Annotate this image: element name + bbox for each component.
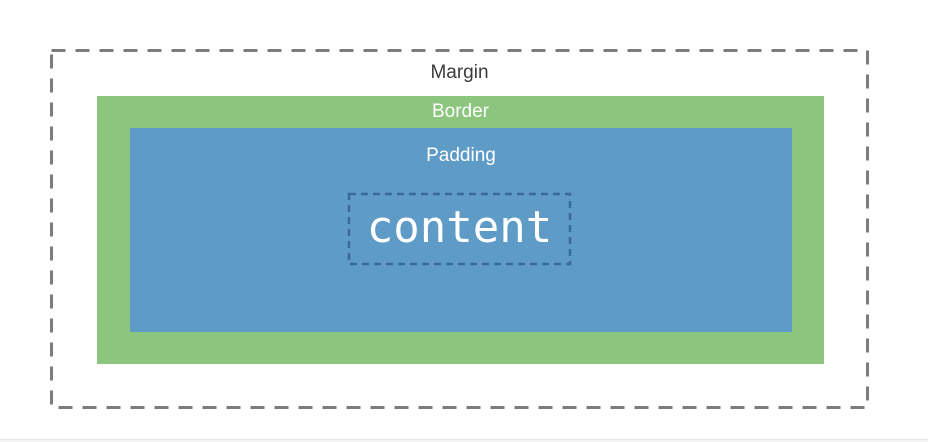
padding-label: Padding [426,145,496,166]
border-label: Border [431,101,490,122]
page-edge-divider [0,439,928,442]
content-label: content [366,202,553,253]
content-box: content [348,193,571,265]
margin-label: Margin [430,62,489,83]
